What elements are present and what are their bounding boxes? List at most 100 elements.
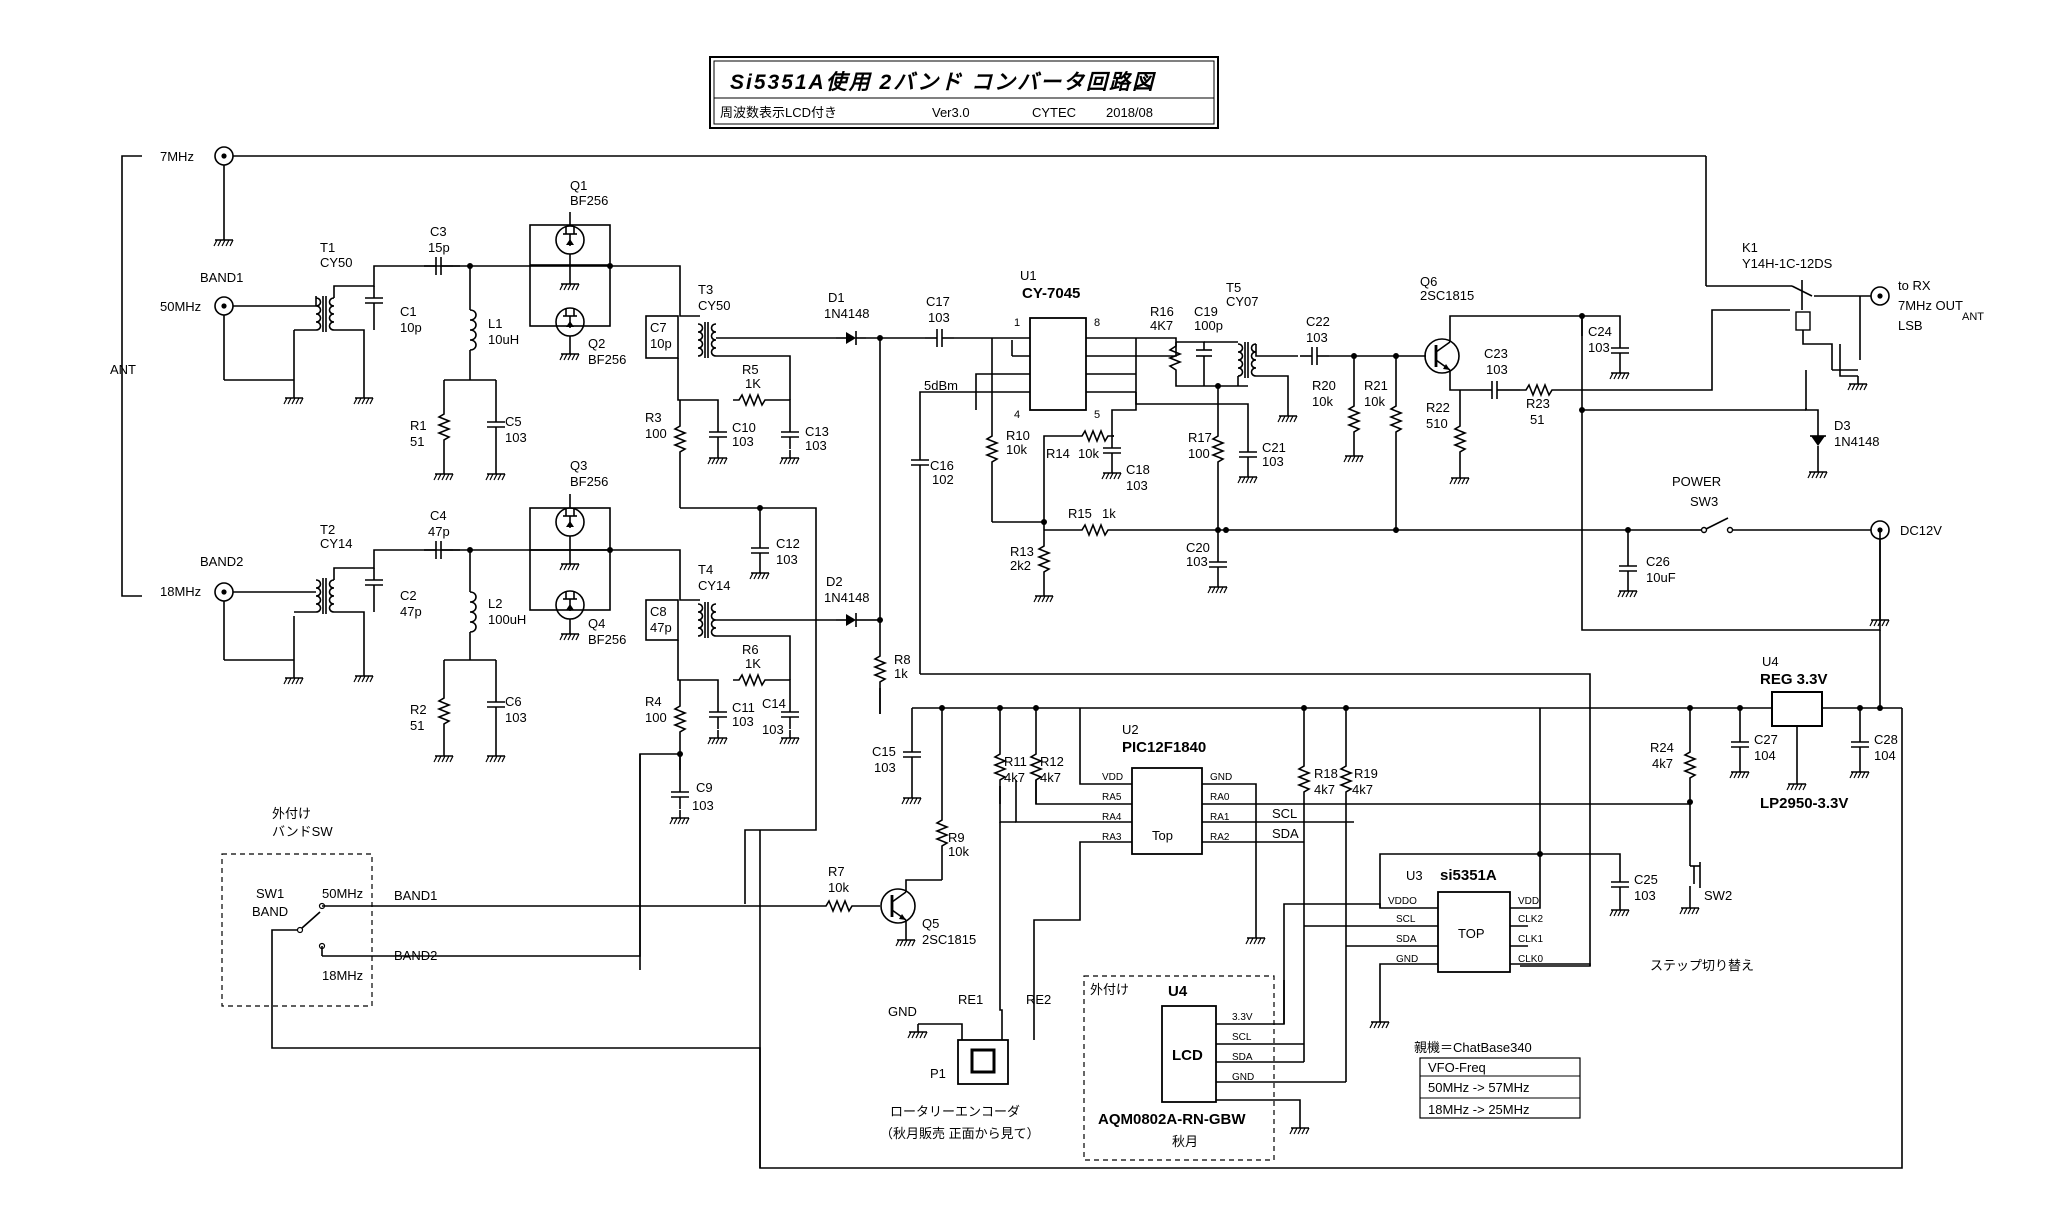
si-clk1: CLK1 [1518, 934, 1543, 945]
D2-diode [835, 612, 867, 628]
input-7mhz: 7MHz [160, 146, 1792, 287]
pic-ra2: RA2 [1210, 832, 1230, 843]
C24-value: 103 [1588, 340, 1610, 355]
R1-value: 51 [410, 434, 424, 449]
R17-ref: R17 [1188, 430, 1212, 445]
C7-value: 10p [650, 336, 672, 351]
band1-output-t3: C7 10p T3 CY50 R3 100 C10 103 R5 1K C13 … [645, 265, 992, 508]
reg-ref: U4 [1762, 654, 1779, 669]
R22-ref: R22 [1426, 400, 1450, 415]
Q6-buffer: Q6 2SC1815 R22 510 C23 103 R23 51 C24 10… [1420, 274, 1881, 631]
si-clk2: CLK2 [1518, 914, 1543, 925]
ant-bracket: ANT [110, 155, 142, 597]
R24-ref: R24 [1650, 740, 1674, 755]
T4-transformer [697, 601, 717, 639]
SW2-ref: SW2 [1704, 888, 1732, 903]
u1-pin8: 8 [1094, 317, 1100, 329]
Q5-ref: Q5 [922, 916, 939, 931]
encoder-label-2: （秋月販売 正面から見て） [880, 1126, 1040, 1141]
C12-value: 103 [776, 552, 798, 567]
R3-ref: R3 [645, 410, 662, 425]
schematic-version: Ver3.0 [932, 105, 970, 120]
C2-value: 47p [400, 604, 422, 619]
frequency-notes: 親機＝ChatBase340 VFO-Freq 50MHz -> 57MHz 1… [1414, 1040, 1581, 1119]
C13-value: 103 [805, 438, 827, 453]
pic-gnd: GND [1210, 772, 1232, 783]
R1-ref: R1 [410, 418, 427, 433]
C22-ref: C22 [1306, 314, 1330, 329]
C16-ref: C16 [930, 458, 954, 473]
Q2-jfet [555, 307, 585, 337]
pic-ra3: RA3 [1102, 832, 1122, 843]
Q6-transistor [1423, 337, 1461, 375]
R5-ref: R5 [742, 362, 759, 377]
C15-ref: C15 [872, 744, 896, 759]
R12-value: 4k7 [1040, 770, 1061, 785]
R18-ref: R18 [1314, 766, 1338, 781]
T2-ref: T2 [320, 522, 335, 537]
si-scl: SCL [1396, 914, 1416, 925]
C1-value: 10p [400, 320, 422, 335]
C25-value: 103 [1634, 888, 1656, 903]
C24-ref: C24 [1588, 324, 1612, 339]
lcd-vendor: 秋月 [1172, 1134, 1198, 1149]
T1-value: CY50 [320, 255, 353, 270]
Q5-transistor [879, 887, 917, 925]
si-vdd: VDD [1518, 896, 1539, 907]
si-top: TOP [1458, 926, 1485, 941]
C19-value: 100p [1194, 318, 1223, 333]
RE2-ref: RE2 [1026, 992, 1051, 1007]
R10-value: 10k [1006, 442, 1027, 457]
schematic-title: Si5351A使用 2バンド コンバータ回路図 [730, 70, 1156, 94]
SW1-value: BAND [252, 904, 288, 919]
ext-bandsw-label-1: 外付け [272, 806, 311, 821]
R4-ref: R4 [645, 694, 662, 709]
C22-value: 103 [1306, 330, 1328, 345]
si-clk0: CLK0 [1518, 954, 1543, 965]
R18-value: 4k7 [1314, 782, 1335, 797]
C4-ref: C4 [430, 508, 447, 523]
if-filter-t5: R16 4K7 C19 100p T5 CY07 R17 100 C20 103… [1135, 280, 1426, 594]
sw1-18mhz: 18MHz [322, 968, 363, 983]
R8-ref: R8 [894, 652, 911, 667]
R17-value: 100 [1188, 446, 1210, 461]
C17-value: 103 [928, 310, 950, 325]
C10-ref: C10 [732, 420, 756, 435]
C27-value: 104 [1754, 748, 1776, 763]
C11-ref: C11 [732, 700, 755, 715]
D3-value: 1N4148 [1834, 434, 1880, 449]
to-rx-label: to RX [1898, 278, 1931, 293]
C3-value: 15p [428, 240, 450, 255]
schematic-date: 2018/08 [1106, 105, 1153, 120]
out-7mhz-label: 7MHz OUT [1898, 298, 1963, 313]
R16-ref: R16 [1150, 304, 1174, 319]
C23-ref: C23 [1484, 346, 1508, 361]
U3-value: si5351A [1440, 867, 1497, 884]
T3-ref: T3 [698, 282, 713, 297]
R11-value: 4k7 [1004, 770, 1025, 785]
band2-net: BAND2 [394, 948, 437, 963]
C3-ref: C3 [430, 224, 447, 239]
T2-value: CY14 [320, 536, 353, 551]
Q1-value: BF256 [570, 193, 608, 208]
ant-label: ANT [110, 362, 136, 377]
R5-value: 1K [745, 376, 761, 391]
R19-value: 4k7 [1352, 782, 1373, 797]
si-vddo: VDDO [1388, 896, 1417, 907]
C17-ref: C17 [926, 294, 950, 309]
C5-ref: C5 [505, 414, 522, 429]
C9-ref: C9 [696, 780, 713, 795]
jack-7mhz-label: 7MHz [160, 149, 194, 164]
ext-bandsw-label-2: バンドSW [272, 824, 333, 839]
R2-ref: R2 [410, 702, 427, 717]
C23-value: 103 [1486, 362, 1508, 377]
lcd-part: AQM0802A-RN-GBW [1098, 1111, 1246, 1128]
rotary-encoder-p1: GND RE1 RE2 P1 ロータリーエンコーダ （秋月販売 正面から見て） [880, 992, 1051, 1141]
R10-ref: R10 [1006, 428, 1030, 443]
regulator-u4: U4 REG 3.3V LP2950-3.3V C28 104 C27 104 … [759, 630, 1903, 1169]
lcd-ref: U4 [1168, 983, 1188, 1000]
R6-ref: R6 [742, 642, 759, 657]
T5-value: CY07 [1226, 294, 1259, 309]
jack-18mhz [214, 582, 234, 602]
